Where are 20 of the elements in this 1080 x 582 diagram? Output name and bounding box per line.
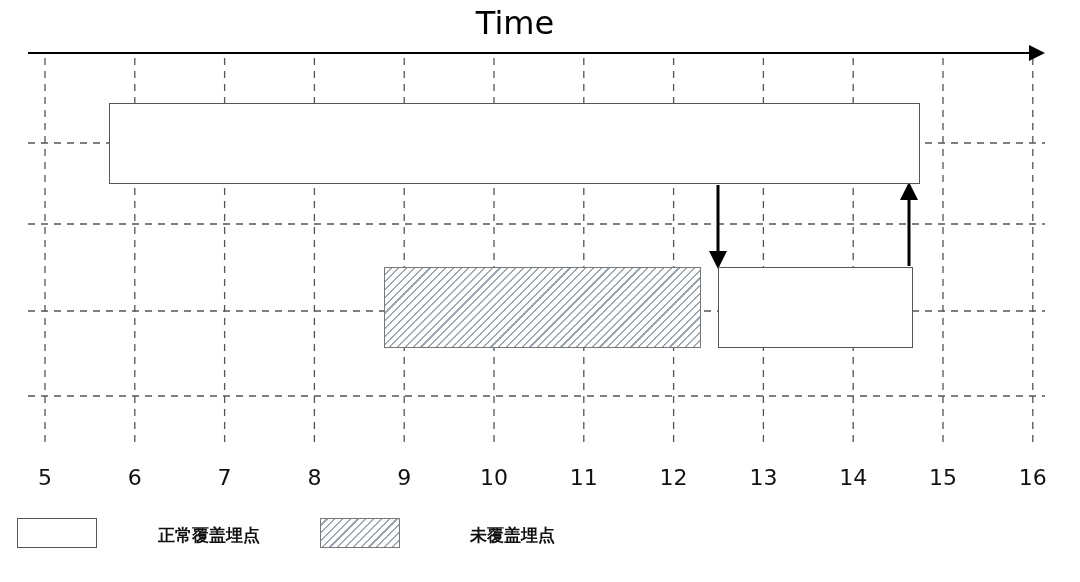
tick-label: 13 (748, 465, 779, 490)
arrow (709, 185, 727, 269)
tick-label: 14 (838, 465, 869, 490)
tick-label: 7 (216, 465, 233, 490)
arrow (900, 182, 918, 266)
tick-label: 12 (658, 465, 689, 490)
legend-text: 未覆盖埋点 (470, 524, 555, 547)
tick-label: 11 (568, 465, 599, 490)
tick-label: 9 (396, 465, 413, 490)
tick-label: 8 (306, 465, 323, 490)
axis-title: Time (474, 4, 556, 42)
hatched-bar (384, 267, 701, 348)
tick-label: 10 (479, 465, 509, 490)
bar (109, 103, 920, 184)
bar (718, 267, 913, 348)
legend-text: 正常覆盖埋点 (158, 524, 260, 547)
tick-label: 5 (37, 465, 53, 490)
tick-label: 16 (1017, 465, 1048, 490)
tick-label: 6 (126, 465, 143, 490)
tick-label: 15 (928, 465, 958, 490)
